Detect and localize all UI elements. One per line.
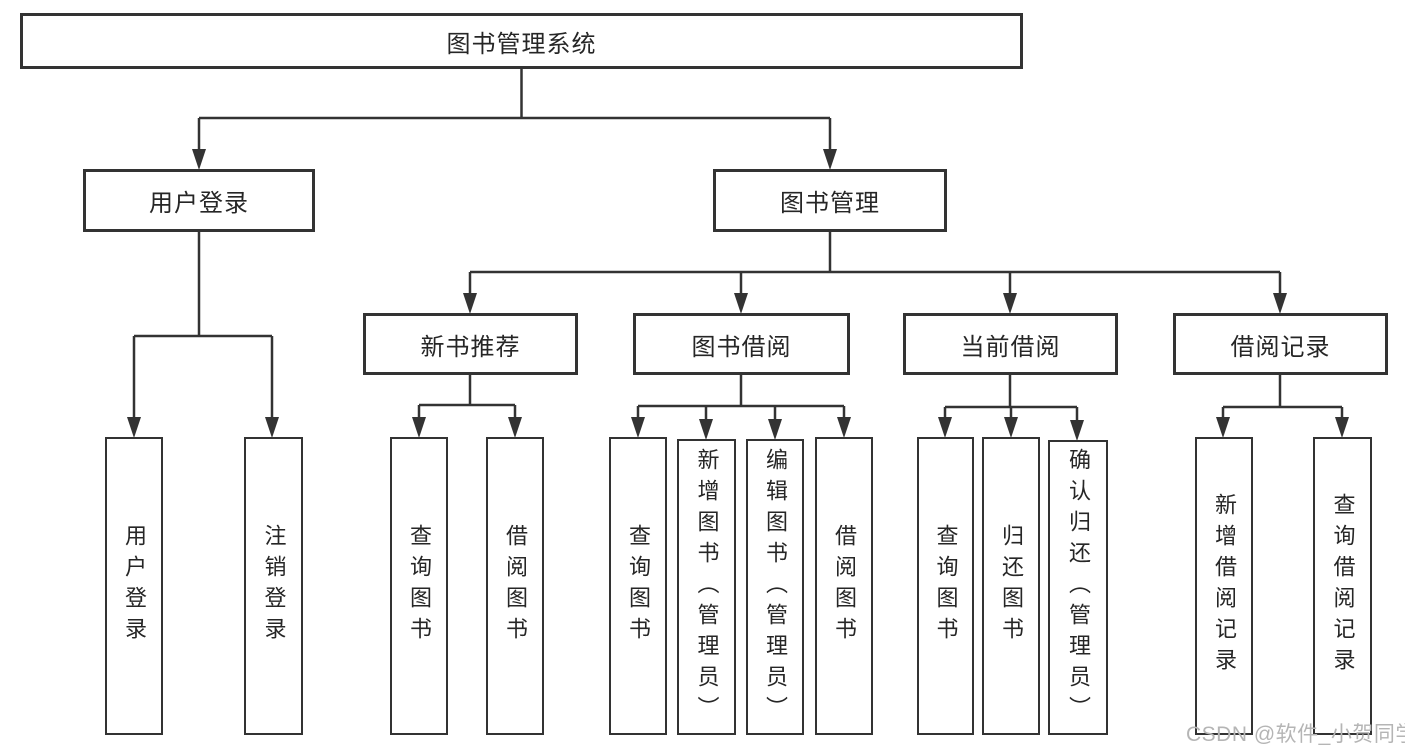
node-label: 用户登录	[122, 524, 147, 648]
node-label: 确认归还（管理员）	[1066, 448, 1091, 727]
node-borrowing-records: 借阅记录	[1173, 313, 1388, 375]
leaf-logout: 注销登录	[244, 437, 303, 735]
node-user-login: 用户登录	[83, 169, 315, 232]
node-new-book-recommend: 新书推荐	[363, 313, 578, 375]
node-label: 图书管理	[780, 190, 880, 217]
leaf-add-borrow-record: 新增借阅记录	[1195, 437, 1253, 735]
node-label: 归还图书	[999, 524, 1024, 648]
node-label: 用户登录	[149, 190, 249, 217]
node-label: 编辑图书（管理员）	[763, 447, 788, 727]
node-label: 图书借阅	[691, 333, 792, 361]
node-label: 查询借阅记录	[1330, 493, 1356, 679]
leaf-query-books-current: 查询图书	[917, 437, 974, 735]
node-label: 借阅图书	[503, 524, 528, 648]
node-label: 查询图书	[626, 524, 651, 648]
node-label: 新增借阅记录	[1212, 493, 1237, 679]
watermark: CSDN @软件_小贺同学	[1186, 723, 1405, 746]
node-root: 图书管理系统	[20, 13, 1023, 69]
node-label: 新增图书（管理员）	[694, 447, 720, 727]
leaf-edit-books-admin: 编辑图书（管理员）	[746, 439, 804, 735]
leaf-borrow-books-recommend: 借阅图书	[486, 437, 544, 735]
leaf-add-books-admin: 新增图书（管理员）	[677, 439, 736, 735]
node-label: 查询图书	[933, 524, 959, 648]
leaf-return-books: 归还图书	[982, 437, 1040, 735]
node-book-borrowing: 图书借阅	[633, 313, 850, 375]
node-label: 借阅图书	[832, 524, 857, 648]
node-label: 图书管理系统	[446, 30, 597, 58]
leaf-query-books-recommend: 查询图书	[390, 437, 448, 735]
node-book-management: 图书管理	[713, 169, 947, 232]
leaf-query-borrow-record: 查询借阅记录	[1313, 437, 1372, 735]
node-label: 借阅记录	[1230, 333, 1331, 361]
leaf-borrow-books-borrowing: 借阅图书	[815, 437, 873, 735]
node-current-borrowing: 当前借阅	[903, 313, 1118, 375]
leaf-user-login: 用户登录	[105, 437, 163, 735]
leaf-confirm-return-admin: 确认归还（管理员）	[1048, 440, 1108, 735]
node-label: 查询图书	[407, 524, 432, 648]
leaf-query-books-borrowing: 查询图书	[609, 437, 667, 735]
node-label: 新书推荐	[420, 333, 521, 361]
node-label: 注销登录	[261, 524, 287, 648]
node-label: 当前借阅	[960, 333, 1061, 361]
